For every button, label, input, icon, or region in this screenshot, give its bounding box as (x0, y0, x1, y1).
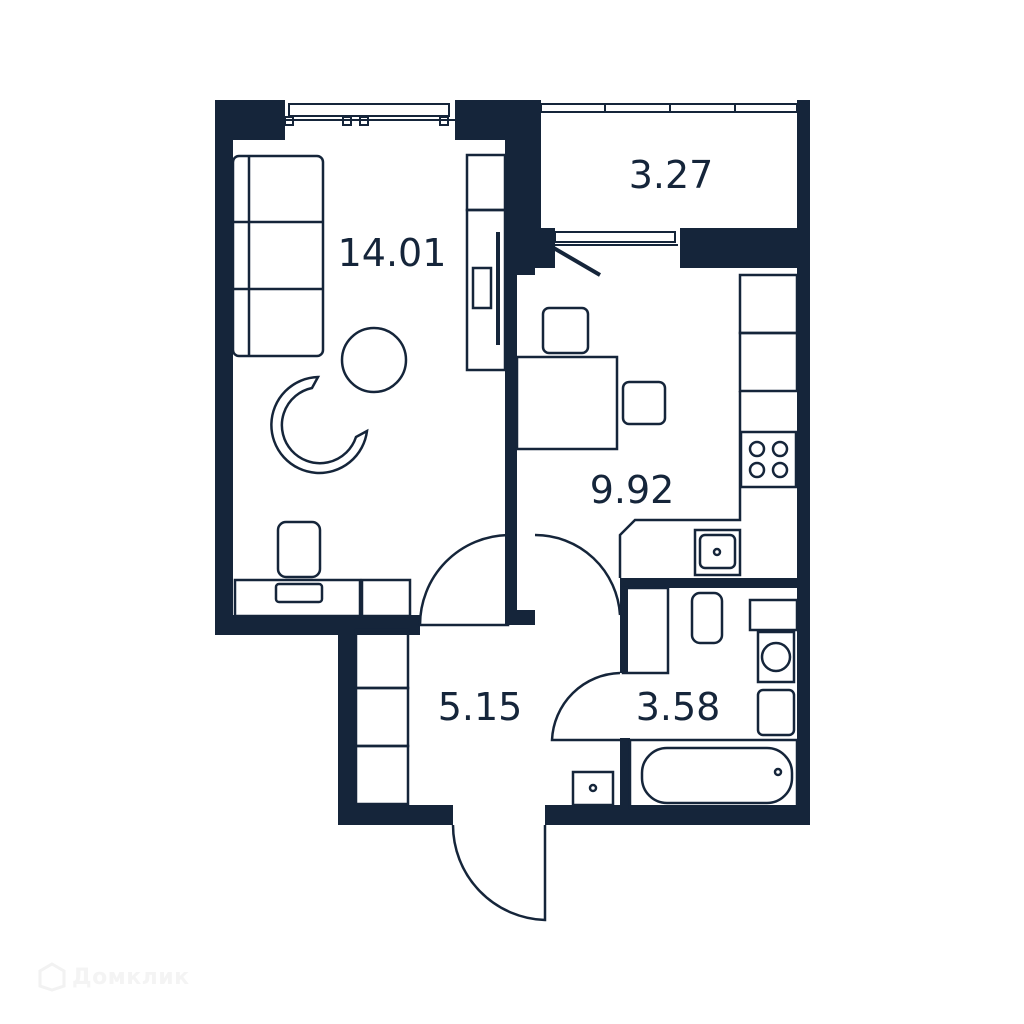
watermark-text: Домклик (72, 964, 190, 990)
area-hallway: 5.15 (438, 685, 523, 729)
house-logo-icon (38, 962, 66, 992)
furniture (231, 153, 799, 922)
area-kitchen: 9.92 (590, 468, 675, 512)
watermark: Домклик (38, 962, 190, 992)
windows (283, 103, 798, 277)
area-balcony: 3.27 (629, 153, 714, 197)
area-living-room: 14.01 (338, 231, 447, 275)
area-bathroom: 3.58 (636, 685, 721, 729)
